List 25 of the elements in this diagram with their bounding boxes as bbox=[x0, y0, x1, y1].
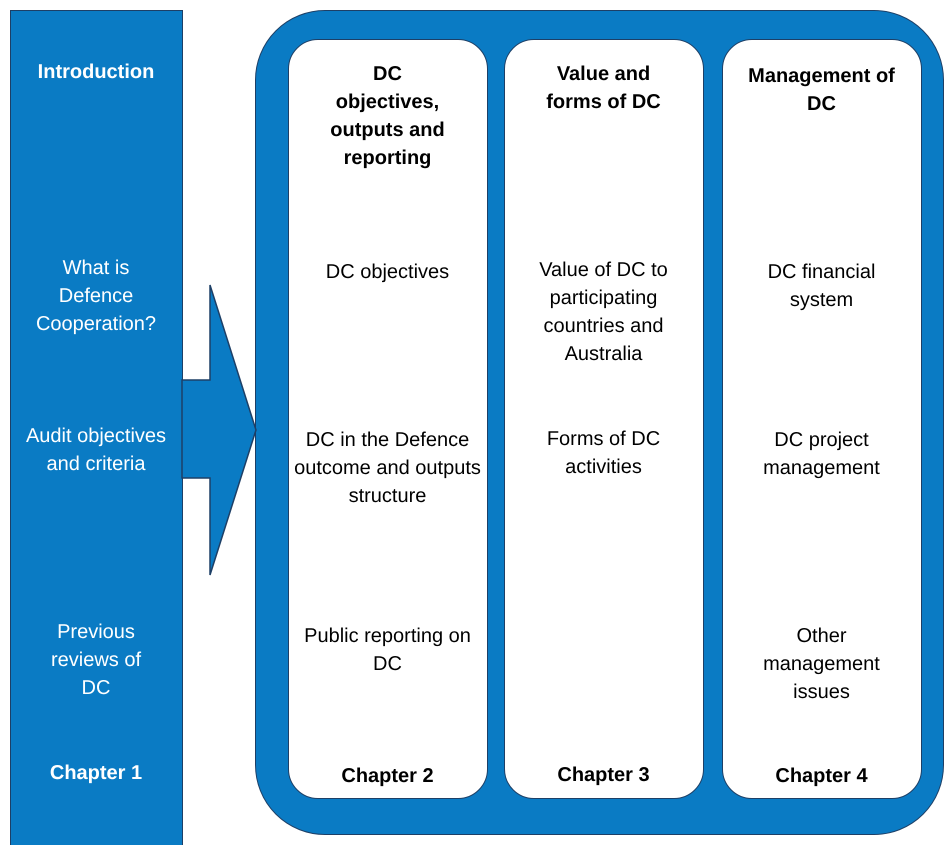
chapter-band bbox=[10, 10, 183, 845]
chapter-label: Chapter 4 bbox=[774, 764, 869, 789]
column-heading: Management of DC bbox=[747, 64, 896, 117]
topic-text: DC objectives bbox=[324, 260, 450, 285]
topic-text: Previous reviews of DC bbox=[50, 620, 142, 701]
chapters-panel bbox=[255, 10, 944, 835]
column-heading: Introduction bbox=[36, 60, 156, 85]
chapter-column bbox=[722, 39, 922, 799]
topic-text: What is Defence Cooperation? bbox=[34, 256, 158, 337]
topic-text: Other management issues bbox=[762, 624, 881, 705]
topic-text: Value of DC to participating countries and Australia bbox=[538, 258, 669, 367]
topic-text: DC financial system bbox=[766, 260, 876, 313]
chapter-column bbox=[288, 39, 488, 799]
chapter-column bbox=[504, 39, 704, 799]
topic-text: Forms of DC activities bbox=[546, 427, 662, 480]
chapter-label: Chapter 3 bbox=[556, 763, 651, 788]
chapter-label: Chapter 1 bbox=[48, 761, 144, 786]
topic-text: DC in the Defence outcome and outputs structure bbox=[293, 428, 482, 509]
column-heading: Value and forms of DC bbox=[545, 62, 662, 115]
chapter-label: Chapter 2 bbox=[340, 764, 435, 789]
block-arrow bbox=[181, 284, 257, 576]
column-heading: DC objectives, outputs and reporting bbox=[329, 62, 446, 171]
topic-text: DC project management bbox=[762, 428, 881, 481]
topic-text: Public reporting on DC bbox=[303, 624, 472, 677]
topic-text: Audit objectives and criteria bbox=[24, 424, 168, 477]
